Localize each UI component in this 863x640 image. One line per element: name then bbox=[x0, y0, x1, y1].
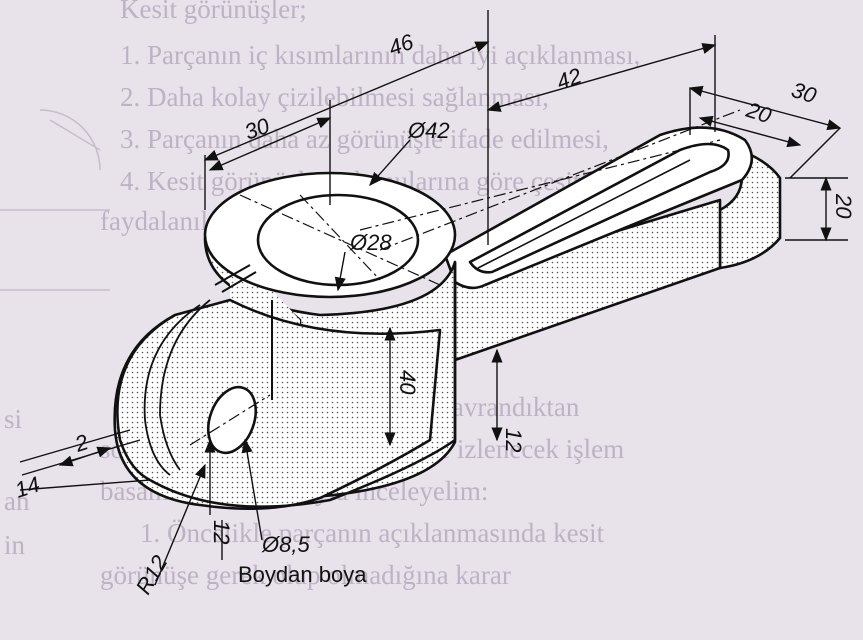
dim-46: 46 bbox=[385, 29, 417, 61]
dim-phi42: Ø42 bbox=[407, 118, 450, 143]
dim-2: 2 bbox=[71, 429, 91, 457]
dim-12-right: 12 bbox=[501, 428, 526, 452]
bg-margin-1: si bbox=[4, 404, 23, 434]
faded-background-sketch bbox=[0, 109, 110, 291]
dim-40: 40 bbox=[395, 370, 420, 395]
bg-line-10: görünüşe gerek olup olmadığına karar bbox=[100, 560, 511, 590]
bg-margin-3: in bbox=[4, 530, 26, 560]
dim-14: 14 bbox=[12, 471, 43, 502]
pin-hole bbox=[206, 385, 258, 455]
bg-margin-2: an bbox=[4, 486, 30, 516]
bg-heading: Kesit görünüşler; bbox=[120, 0, 307, 24]
dimension-lines bbox=[19, 10, 848, 586]
dim-phi28: Ø28 bbox=[349, 230, 392, 255]
part-body bbox=[113, 126, 782, 510]
dim-30-left: 30 bbox=[241, 113, 273, 145]
hub-bore bbox=[256, 193, 420, 287]
bg-line-9: 1. Öncelikle parçanın açıklanmasında kes… bbox=[140, 518, 605, 548]
dim-20-top: 20 bbox=[743, 97, 776, 129]
dim-20-side: 20 bbox=[831, 193, 856, 219]
center-lines bbox=[189, 109, 741, 446]
caption-boydan-boya: Boydan boya bbox=[238, 562, 367, 587]
dim-30-right: 30 bbox=[788, 77, 820, 109]
dim-12-bottom: 12 bbox=[209, 520, 234, 544]
dim-phi85: Ø8,5 bbox=[261, 532, 310, 557]
